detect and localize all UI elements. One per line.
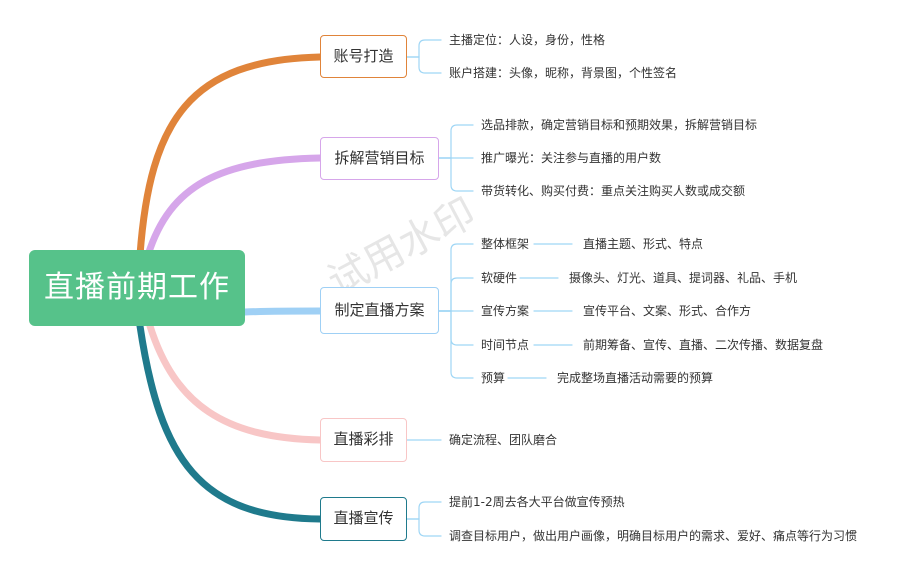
- branch-line: [136, 322, 324, 523]
- subtopic-line: [406, 39, 442, 58]
- subtopic-line: [406, 56, 442, 74]
- subtopic[interactable]: 软硬件: [481, 271, 518, 285]
- subtopic-detail[interactable]: 前期筹备、宣传、直播、二次传播、数据复盘: [583, 338, 824, 352]
- subtopic[interactable]: 整体框架: [481, 237, 530, 251]
- subtopic[interactable]: 推广曝光：关注参与直播的用户数: [481, 151, 662, 165]
- subtopic[interactable]: 时间节点: [481, 338, 530, 352]
- subtopic[interactable]: 账户搭建：头像，昵称，背景图，个性签名: [449, 66, 678, 80]
- subtopic[interactable]: 确定流程、团队磨合: [449, 433, 558, 447]
- root-topic[interactable]: 直播前期工作: [29, 250, 245, 326]
- subtopic[interactable]: 调查目标用户，做出用户画像，明确目标用户的需求、爱好、痛点等行为习惯: [449, 529, 858, 543]
- subtopic[interactable]: 宣传方案: [481, 304, 530, 318]
- subtopic[interactable]: 提前1-2周去各大平台做宣传预热: [449, 495, 625, 509]
- branch-line: [241, 307, 324, 316]
- subtopic-line: [438, 124, 474, 159]
- branch-topic[interactable]: 直播彩排: [320, 418, 407, 462]
- subtopic[interactable]: 主播定位：人设，身份，性格: [449, 33, 606, 47]
- branch-line: [144, 154, 324, 259]
- subtopic-detail[interactable]: 宣传平台、文案、形式、合作方: [583, 304, 752, 318]
- subtopic-line: [406, 518, 442, 537]
- subtopic-detail[interactable]: 摄像头、灯光、道具、提词器、礼品、手机: [569, 271, 798, 285]
- branch-topic[interactable]: 拆解营销目标: [320, 137, 439, 180]
- subtopic-line: [438, 277, 474, 312]
- branch-topic[interactable]: 直播宣传: [320, 497, 407, 541]
- subtopic[interactable]: 选品排款，确定营销目标和预期效果，拆解营销目标: [481, 118, 758, 132]
- subtopic[interactable]: 预算: [481, 371, 506, 385]
- subtopic-line: [438, 243, 474, 312]
- subtopic-line: [438, 157, 474, 192]
- subtopic-detail[interactable]: 完成整场直播活动需要的预算: [557, 371, 714, 385]
- branch-line: [136, 53, 324, 259]
- subtopic-detail[interactable]: 直播主题、形式、特点: [583, 237, 704, 251]
- branch-line: [146, 322, 324, 444]
- subtopic-line: [438, 310, 474, 346]
- subtopic-line: [406, 501, 442, 520]
- subtopic-line: [438, 310, 474, 379]
- branch-topic[interactable]: 制定直播方案: [320, 287, 439, 334]
- subtopic[interactable]: 带货转化、购买付费：重点关注购买人数或成交额: [481, 184, 746, 198]
- branch-topic[interactable]: 账号打造: [320, 35, 407, 78]
